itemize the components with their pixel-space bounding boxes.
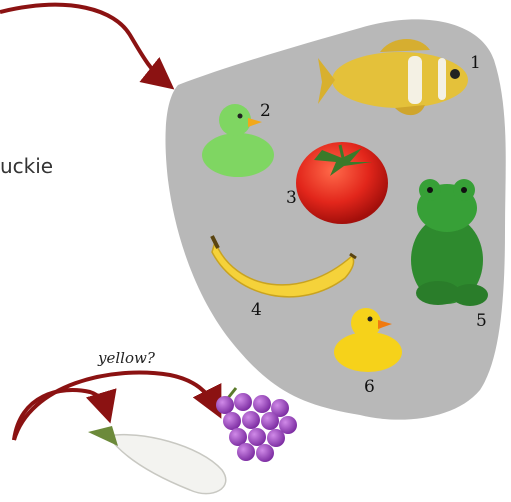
- item-number-3: 3: [286, 188, 297, 208]
- arrow-to-grapes: [14, 373, 216, 440]
- white-eggplant-icon: [88, 426, 226, 494]
- arrow-to-group: [0, 5, 165, 82]
- item-number-5: 5: [476, 311, 487, 331]
- item-number-4: 4: [251, 300, 262, 320]
- item-number-2: 2: [260, 101, 271, 121]
- tomato-icon: [296, 142, 388, 224]
- item-number-1: 1: [470, 53, 481, 73]
- grapes-icon: [216, 388, 297, 462]
- item-number-6: 6: [364, 377, 375, 397]
